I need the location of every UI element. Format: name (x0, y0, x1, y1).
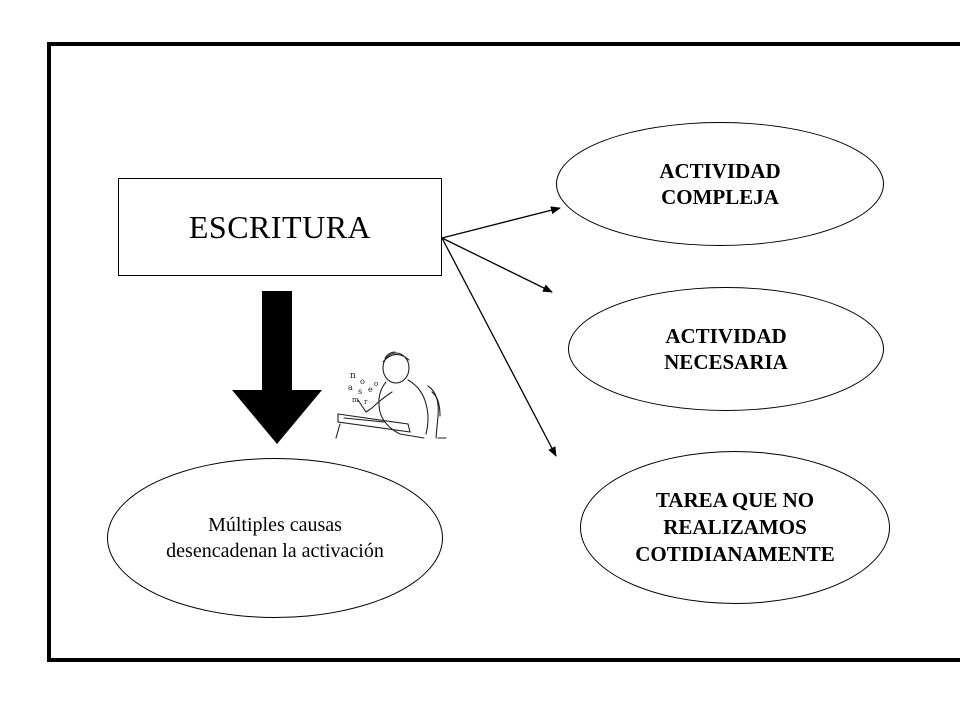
slide-frame (47, 42, 960, 662)
svg-text:n: n (350, 371, 356, 381)
svg-text:m: m (352, 396, 359, 404)
arrow-to-actividad-compleja (441, 206, 561, 239)
svg-text:e: e (368, 385, 373, 394)
arrow-to-tarea (441, 237, 557, 457)
writer-sketch-icon: n o a s e o m r (335, 351, 447, 439)
escritura-box: ESCRITURA (118, 178, 442, 276)
oval-actividad-necesaria: ACTIVIDAD NECESARIA (568, 287, 884, 411)
svg-text:a: a (348, 383, 353, 392)
oval-multiples-causas: Múltiples causas desencadenan la activac… (107, 458, 443, 618)
svg-text:r: r (364, 398, 368, 406)
oval-tarea-no-cotidiana: TAREA QUE NO REALIZAMOS COTIDIANAMENTE (580, 451, 890, 604)
arrow-to-actividad-necesaria (441, 237, 553, 293)
svg-text:o: o (374, 380, 378, 388)
svg-text:o: o (360, 377, 365, 386)
big-down-arrow-icon (232, 291, 322, 444)
svg-text:s: s (358, 387, 362, 396)
oval-actividad-compleja: ACTIVIDAD COMPLEJA (556, 122, 884, 246)
